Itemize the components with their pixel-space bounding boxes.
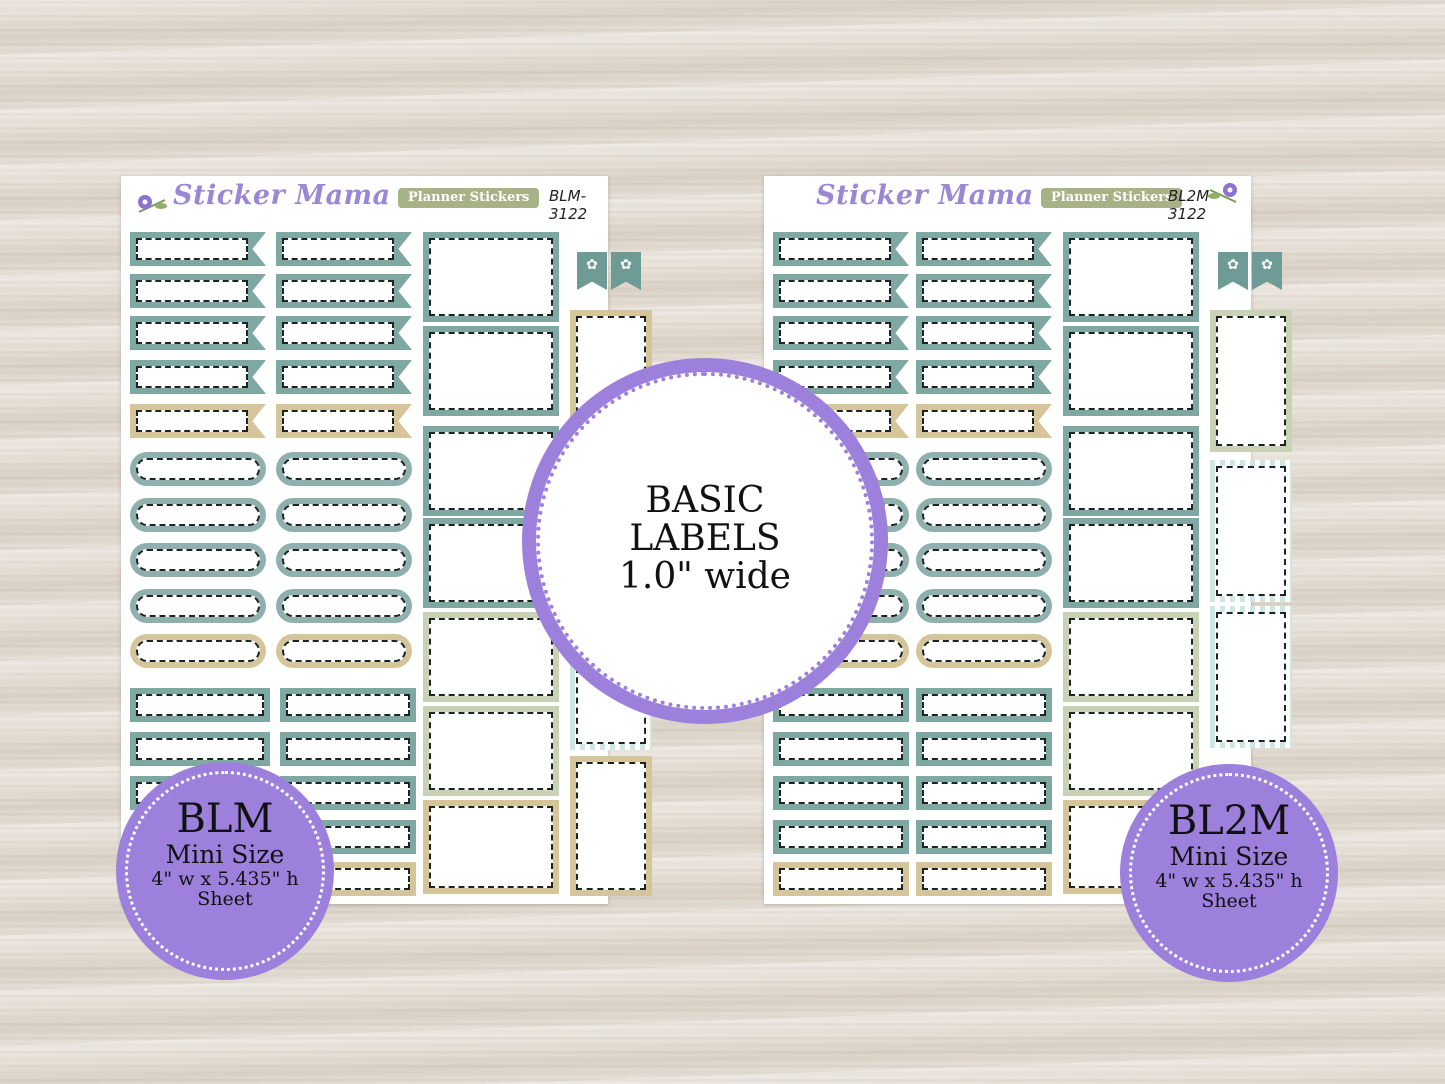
box-label-floral [423, 612, 559, 702]
box-label-floral [1063, 706, 1199, 796]
rect-label [280, 688, 416, 722]
brand-name: Sticker Mama [173, 180, 391, 211]
flag-label [276, 274, 412, 308]
scallop-label [916, 498, 1052, 532]
scallop-label [130, 452, 266, 486]
scallop-label [276, 589, 412, 623]
tab-sticker: ✿ [611, 252, 641, 290]
rect-label [916, 820, 1052, 854]
box-label [423, 326, 559, 416]
brand-tagline: Planner Stickers [398, 188, 540, 208]
daisy-icon: ✿ [586, 256, 598, 272]
box-label [1063, 518, 1199, 608]
scallop-label [276, 452, 412, 486]
flag-label [130, 274, 266, 308]
badge-line-3: 1.0" wide [619, 556, 791, 597]
scallop-label [916, 543, 1052, 577]
size-unit: Sheet [1201, 890, 1257, 912]
size-badge-right: BL2M Mini Size 4" w x 5.435" h Sheet [1120, 764, 1338, 982]
flag-label [130, 232, 266, 266]
daisy-icon: ✿ [1261, 256, 1273, 272]
rect-label-floral [773, 862, 909, 896]
flag-label [276, 232, 412, 266]
brand-tagline: Planner Stickers [1041, 188, 1183, 208]
box-label [1063, 232, 1199, 322]
scallop-label [916, 589, 1052, 623]
flag-label-floral [276, 404, 412, 438]
flag-label-floral [916, 404, 1052, 438]
sheet-code: BLM-3122 [549, 187, 588, 223]
size-name: Mini Size [1169, 842, 1289, 871]
badge-text: BASIC LABELS 1.0" wide [522, 482, 888, 596]
rect-label [773, 732, 909, 766]
flag-label [773, 232, 909, 266]
size-code: BL2M [1167, 798, 1291, 844]
scallop-label [130, 543, 266, 577]
box-label [1063, 426, 1199, 516]
flag-label-floral [130, 404, 266, 438]
badge-dotted-ring [536, 372, 874, 710]
badge-line-1: BASIC [645, 480, 765, 521]
badge-dotted-ring [1129, 773, 1329, 973]
rect-label [130, 732, 270, 766]
rect-label [916, 776, 1052, 810]
size-badge-left: BLM Mini Size 4" w x 5.435" h Sheet [116, 762, 334, 980]
flag-label [130, 360, 266, 394]
badge-dotted-ring [125, 771, 325, 971]
basic-labels-badge: BASIC LABELS 1.0" wide [522, 358, 888, 724]
tall-label-striped [1210, 606, 1292, 748]
rect-label-floral [916, 862, 1052, 896]
rect-label [280, 776, 416, 810]
size-unit: Sheet [197, 888, 253, 910]
rect-label [773, 776, 909, 810]
purple-flower-icon [135, 186, 173, 216]
rect-label [916, 732, 1052, 766]
flag-label [916, 274, 1052, 308]
tab-sticker: ✿ [577, 252, 607, 290]
box-label-floral [423, 800, 559, 894]
sheet-code: BL2M-3122 [1168, 187, 1215, 223]
flag-label [916, 232, 1052, 266]
scallop-label [130, 498, 266, 532]
tab-sticker: ✿ [1252, 252, 1282, 290]
rect-label [916, 688, 1052, 722]
tall-label-striped [1210, 460, 1292, 602]
rect-label [773, 820, 909, 854]
tab-sticker: ✿ [1218, 252, 1248, 290]
daisy-icon: ✿ [620, 256, 632, 272]
brand-name: Sticker Mama [816, 180, 1034, 211]
size-code: BLM [176, 796, 274, 842]
box-label-floral [423, 706, 559, 796]
scallop-label [916, 452, 1052, 486]
flag-label [916, 316, 1052, 350]
scallop-label-floral [916, 634, 1052, 668]
purple-flower-icon [1202, 176, 1240, 206]
flag-label [276, 360, 412, 394]
box-label [1063, 326, 1199, 416]
flag-label [916, 360, 1052, 394]
size-name: Mini Size [165, 840, 285, 869]
size-dims: 4" w x 5.435" h [151, 868, 299, 890]
scallop-label [276, 543, 412, 577]
scallop-label [276, 498, 412, 532]
size-dims: 4" w x 5.435" h [1155, 870, 1303, 892]
tall-label-floral [1210, 310, 1292, 452]
flag-label [773, 274, 909, 308]
sheet-header: Sticker Mama Planner Stickers BLM-3122 [121, 176, 608, 224]
sheet-header: Sticker Mama Planner Stickers BL2M-3122 [764, 176, 1251, 224]
box-label-floral [1063, 612, 1199, 702]
scallop-label-floral [130, 634, 266, 668]
scallop-label [130, 589, 266, 623]
badge-line-2: LABELS [629, 518, 781, 559]
rect-label [130, 688, 270, 722]
tall-label-floral [570, 756, 652, 896]
rect-label [280, 732, 416, 766]
flag-label [130, 316, 266, 350]
flag-label [773, 316, 909, 350]
scallop-label-floral [276, 634, 412, 668]
box-label [423, 232, 559, 322]
flag-label [276, 316, 412, 350]
daisy-icon: ✿ [1227, 256, 1239, 272]
